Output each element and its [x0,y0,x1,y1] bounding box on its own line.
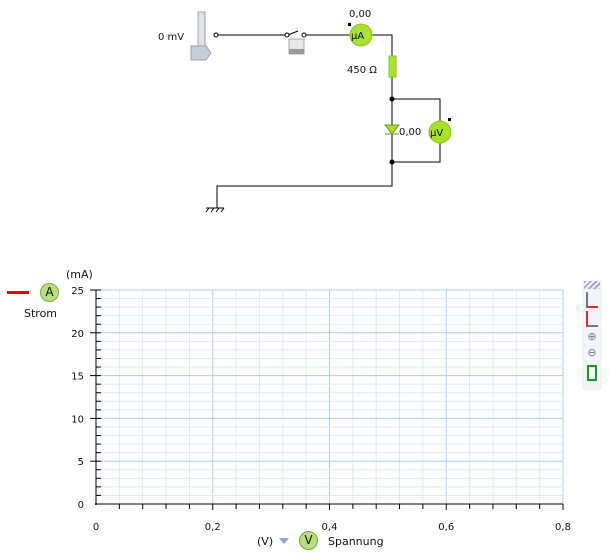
y-tick-label: 20 [71,329,84,340]
source-voltage-label: 0 mV [158,32,184,43]
y-unit-label: (mA) [66,268,93,281]
y-tick-label: 25 [71,286,84,297]
y-tick-label: 15 [71,372,84,383]
x-unit-label: (V) [257,535,274,548]
resistor[interactable] [388,55,397,78]
ammeter-value: 0,00 [349,9,371,20]
ammeter-unit: µA [351,31,364,42]
x-channel-button[interactable]: V [299,531,318,550]
y-tick-label: 0 [78,500,84,511]
zoom-in-icon[interactable]: ⊕ [587,330,597,343]
circuit-diagram: 0 mV µA 0,00 450 Ω 0,00 µV [158,9,452,213]
graph-toolbar: ⊕ ⊖ [582,280,602,390]
voltmeter-value: 0,00 [399,127,421,138]
fit-icon[interactable] [587,365,597,381]
diode[interactable] [383,124,401,135]
x-tick-label: 0,4 [322,522,338,533]
x-legend-label: Spannung [328,535,384,548]
x-tick-label: 0 [93,522,99,533]
y-tick-label: 5 [78,457,84,468]
y-legend-label: Strom [24,307,58,320]
grip-icon[interactable] [584,281,600,289]
voltmeter-unit: µV [430,128,443,139]
origin-marker [95,503,97,505]
x-unit-dropdown-icon[interactable] [279,538,289,544]
x-tick-label: 0,6 [438,522,454,533]
switch-button[interactable] [288,38,305,55]
ammeter[interactable] [348,23,373,47]
voltage-source-slider[interactable] [190,11,212,61]
y-channel-button[interactable]: A [40,283,59,302]
x-tick-label: 0,2 [205,522,221,533]
axis-x-icon[interactable] [586,292,598,308]
y-tick-label: 10 [71,414,84,425]
voltmeter[interactable] [428,118,452,144]
zoom-out-icon[interactable]: ⊖ [587,346,597,359]
ground-icon [205,207,225,213]
axis-y-icon[interactable] [586,311,598,327]
y-series-color-line [7,291,29,294]
resistor-label: 450 Ω [347,65,377,76]
x-tick-label: 0,8 [555,522,571,533]
